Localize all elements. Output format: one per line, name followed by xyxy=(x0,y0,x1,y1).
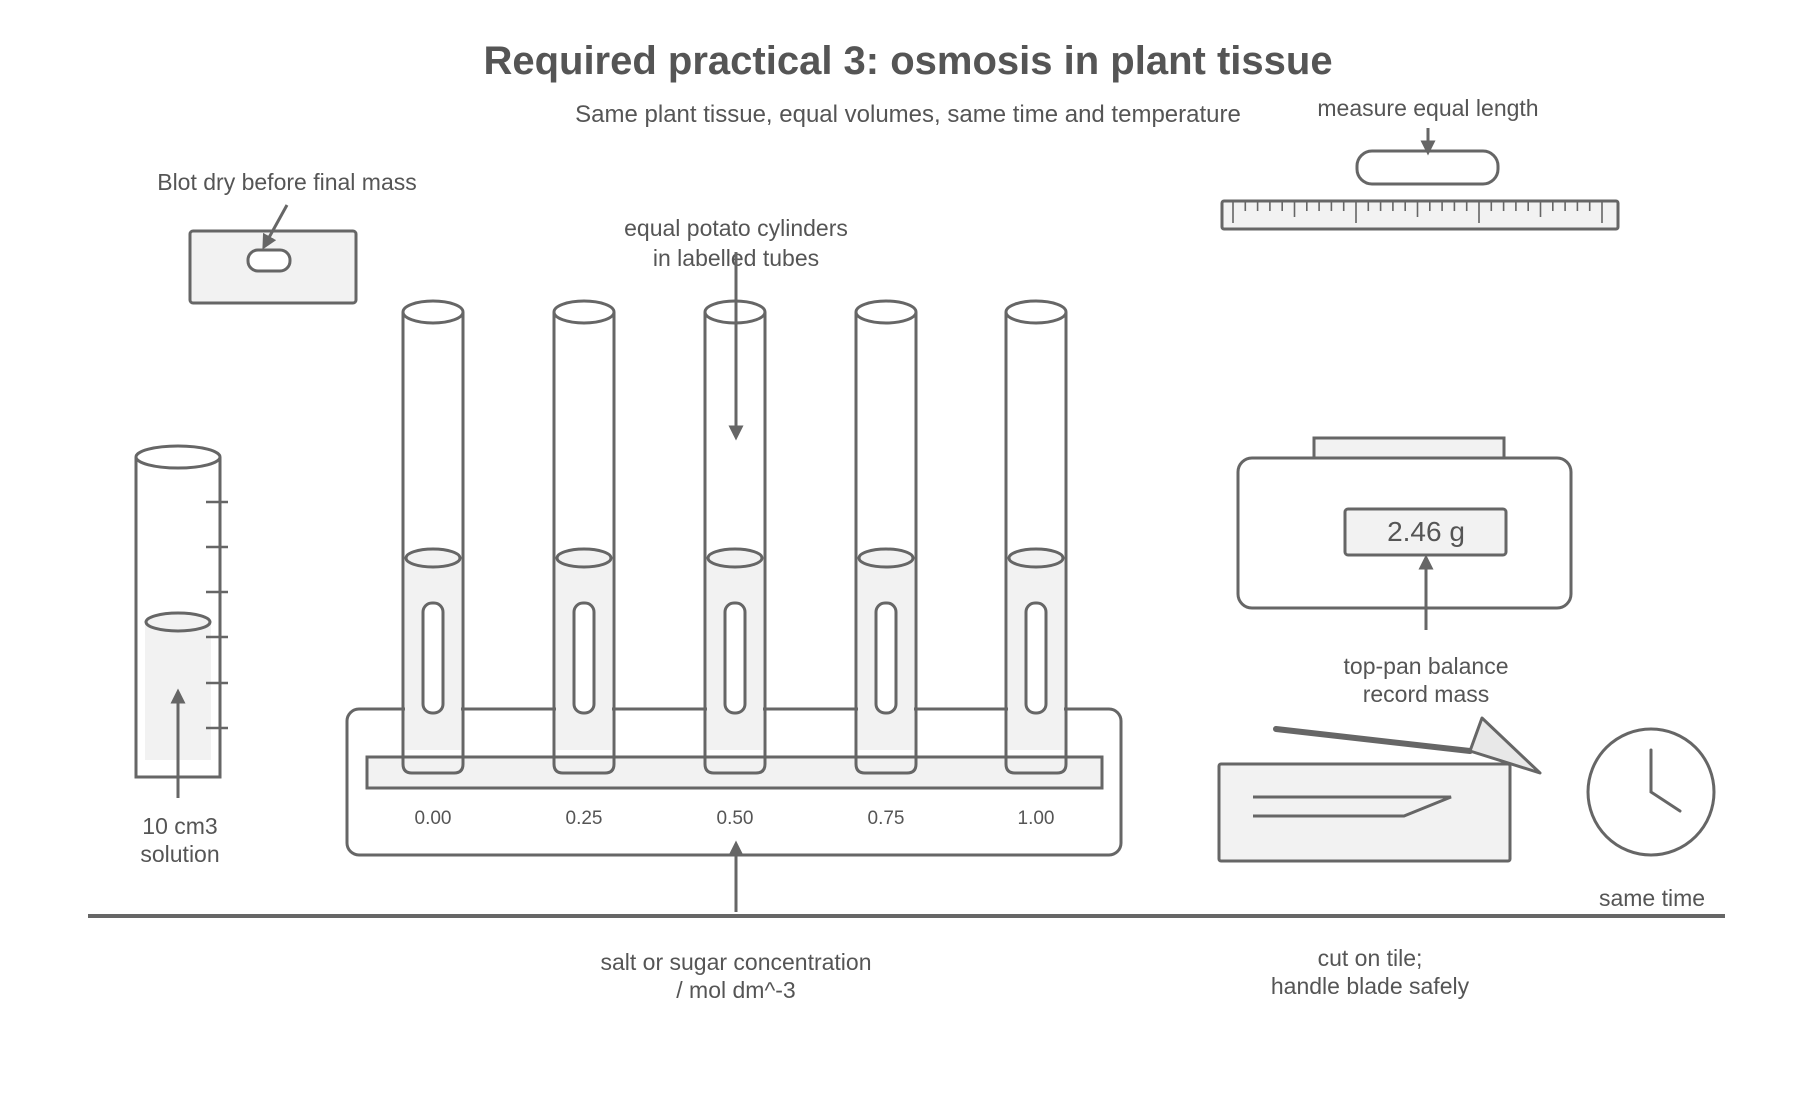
tile-label-2: handle blade safely xyxy=(1271,973,1470,999)
ruler xyxy=(1220,199,1620,231)
tube-concentration-label: 0.00 xyxy=(415,808,452,829)
test-tubes xyxy=(401,299,1068,775)
ruler-ticks xyxy=(1232,201,1603,223)
same-time-label: same time xyxy=(1599,885,1705,911)
blot-label: Blot dry before final mass xyxy=(157,169,417,195)
test-tube xyxy=(1004,299,1068,775)
top-pan-balance xyxy=(1236,436,1573,610)
page-subtitle: Same plant tissue, equal volumes, same t… xyxy=(575,101,1241,128)
balance-label: top-pan balance xyxy=(1344,653,1509,679)
concentration-label: salt or sugar concentration xyxy=(600,949,871,975)
tile-label: cut on tile; xyxy=(1318,945,1423,971)
balance-reading: 2.46 g xyxy=(1387,516,1465,547)
measuring-cylinder xyxy=(134,444,228,779)
cylinder-volume-label-2: solution xyxy=(140,841,219,867)
page-title: Required practical 3: osmosis in plant t… xyxy=(483,39,1332,83)
tube-concentration-label: 0.50 xyxy=(717,808,754,829)
measure-label: measure equal length xyxy=(1317,95,1538,121)
potato-cylinder-on-ruler xyxy=(1355,149,1500,186)
test-tube xyxy=(703,299,767,775)
test-tube xyxy=(854,299,918,775)
balance-label-2: record mass xyxy=(1363,681,1490,707)
potato-cylinder xyxy=(572,601,596,715)
potato-cylinder xyxy=(1024,601,1048,715)
cylinder-volume-label: 10 cm3 xyxy=(142,813,217,839)
tube-concentration-label: 1.00 xyxy=(1018,808,1055,829)
concentration-label-2: / mol dm^-3 xyxy=(676,977,795,1003)
test-tube xyxy=(552,299,616,775)
potato-cylinder xyxy=(421,601,445,715)
potato-cylinder xyxy=(874,601,898,715)
tube-concentration-label: 0.25 xyxy=(566,808,603,829)
cutting-tile xyxy=(1217,762,1512,863)
tube-concentration-label: 0.75 xyxy=(868,808,905,829)
blot-arrow xyxy=(262,204,289,250)
scalpel-icon xyxy=(1273,716,1542,775)
blotting-paper xyxy=(188,229,358,305)
tube-concentration-labels: 0.00 0.25 0.50 0.75 1.00 xyxy=(415,808,1055,829)
test-tube xyxy=(401,299,465,775)
cylinders-label: equal potato cylinders xyxy=(624,215,848,241)
potato-cylinder xyxy=(723,601,747,715)
clock-icon xyxy=(1586,727,1716,857)
